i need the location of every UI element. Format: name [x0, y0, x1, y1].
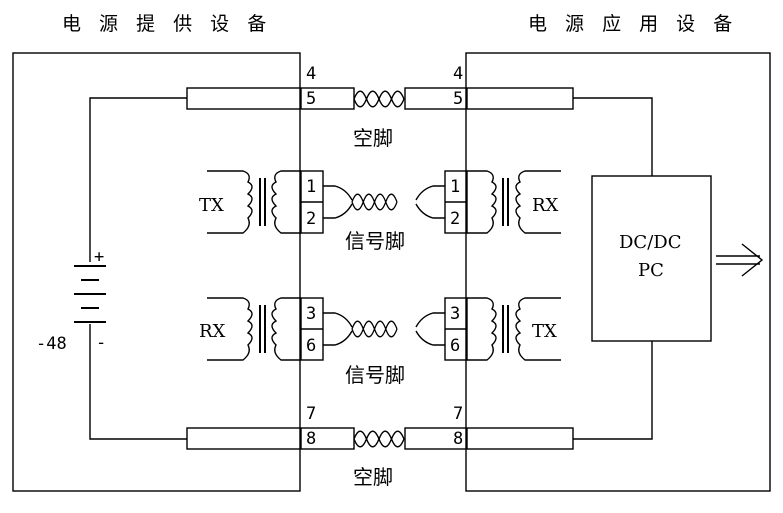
pin-7-right: 7 — [453, 404, 463, 424]
converter-wire-top — [573, 97, 653, 176]
battery-voltage-label: -48 — [36, 334, 67, 354]
right-xfmr-coil-outer-12 — [515, 170, 561, 234]
left-xfmr-label-36: RX — [199, 321, 226, 342]
pin-8-left: 8 — [306, 429, 316, 449]
battery-plus-sign: + — [94, 247, 104, 267]
dcdc-converter: DC/DC PC — [573, 97, 764, 440]
battery: + - -48 — [36, 97, 187, 440]
pin-8-right: 8 — [453, 429, 463, 449]
spare-pair-top: 4 5 4 5 空脚 — [186, 64, 574, 150]
twist-strand-lower — [351, 327, 398, 338]
right-xfmr-coil-outer-36 — [515, 297, 561, 361]
pin-7-left: 7 — [306, 404, 316, 424]
pin-2-right: 2 — [450, 209, 460, 229]
spare-pin-label-bottom: 空脚 — [353, 465, 393, 489]
converter-box — [591, 175, 712, 342]
left-xfmr-coil-outer-36 — [207, 297, 253, 361]
right-cable-sheath-bottom — [404, 427, 574, 450]
signal-pin-label-36: 信号脚 — [345, 363, 405, 387]
right-device-box — [465, 52, 771, 492]
converter-label-line2: PC — [638, 260, 664, 281]
right-xfmr-label-36: TX — [532, 321, 557, 342]
right-xfmr-coil-inner-36 — [467, 297, 497, 361]
pin-6-left: 6 — [306, 336, 316, 356]
twisted-pair-bottom — [353, 430, 405, 448]
left-cable-sheath-top — [186, 87, 355, 110]
battery-minus-sign: - — [96, 333, 106, 353]
left-xfmr-coil-inner-12 — [271, 170, 301, 234]
converter-wire-bottom — [573, 341, 653, 440]
right-xfmr-label-12: RX — [532, 195, 559, 216]
pin-2-left: 2 — [306, 209, 316, 229]
spare-pair-bottom: 7 8 7 8 空脚 — [186, 404, 574, 489]
pin-1-right: 1 — [450, 177, 460, 197]
signal-pair-36: RX 3 6 3 6 TX 信号脚 — [199, 297, 561, 387]
output-arrow-icon — [716, 243, 764, 277]
right-device-title: 电 源 应 用 设 备 — [528, 13, 738, 35]
twisted-pair-top — [353, 90, 405, 108]
left-cable-sheath-bottom — [186, 427, 355, 450]
left-device-box — [12, 52, 301, 492]
pin-6-right: 6 — [450, 336, 460, 356]
pin-4-left: 4 — [306, 64, 316, 84]
left-xfmr-label-12: TX — [199, 195, 224, 216]
pin-3-left: 3 — [306, 304, 316, 324]
twist-strand-lower — [353, 437, 405, 448]
signal-pair-12: TX 1 2 1 2 RX 信号脚 — [199, 170, 561, 253]
left-xfmr-coil-inner-36 — [271, 297, 301, 361]
pin-3-right: 3 — [450, 304, 460, 324]
converter-label-line1: DC/DC — [619, 232, 681, 253]
twisted-pair-36 — [351, 320, 398, 338]
pin-4-right: 4 — [453, 64, 463, 84]
supply-wire-top — [89, 97, 187, 262]
signal-pin-label-12: 信号脚 — [345, 229, 405, 253]
right-cable-sheath-top — [404, 87, 574, 110]
left-device-title: 电 源 提 供 设 备 — [62, 13, 272, 35]
pin-1-left: 1 — [306, 177, 316, 197]
twisted-pair-12 — [351, 193, 398, 211]
pin-5-left: 5 — [306, 89, 316, 109]
pin-5-right: 5 — [453, 89, 463, 109]
twist-strand-lower — [351, 200, 398, 211]
spare-pin-label-top: 空脚 — [353, 126, 393, 150]
twist-strand-lower — [353, 97, 405, 108]
right-xfmr-coil-inner-12 — [467, 170, 497, 234]
left-xfmr-coil-outer-12 — [207, 170, 253, 234]
supply-wire-bottom — [89, 324, 187, 440]
